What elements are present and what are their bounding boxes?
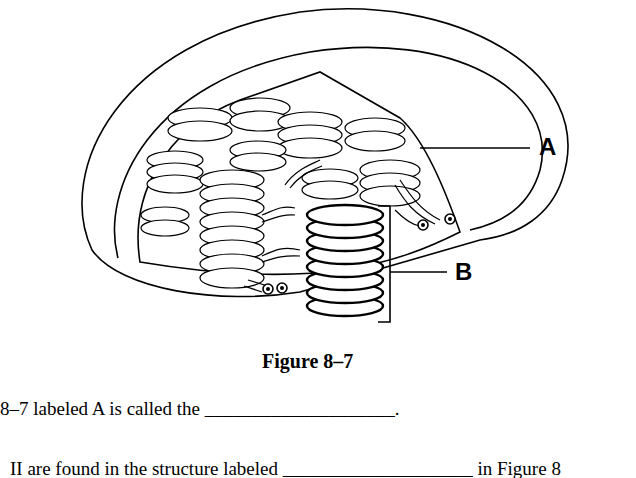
part-label: A — [539, 133, 556, 161]
lamella-ends — [263, 214, 455, 294]
lamella-dots — [266, 217, 452, 291]
outer-membrane — [82, 9, 568, 297]
leader-line — [390, 271, 447, 273]
inner-membrane — [115, 47, 543, 258]
question-text: 8–7 labeled A is called the ____________… — [0, 398, 399, 420]
question-text: II are found in the structure labeled __… — [10, 458, 561, 478]
grana — [141, 98, 420, 288]
figure-caption: Figure 8–7 — [262, 350, 353, 373]
cut-face — [138, 72, 460, 274]
part-label: B — [455, 258, 472, 286]
granum — [307, 205, 383, 316]
leader-line — [420, 147, 530, 149]
bracket — [378, 206, 390, 322]
